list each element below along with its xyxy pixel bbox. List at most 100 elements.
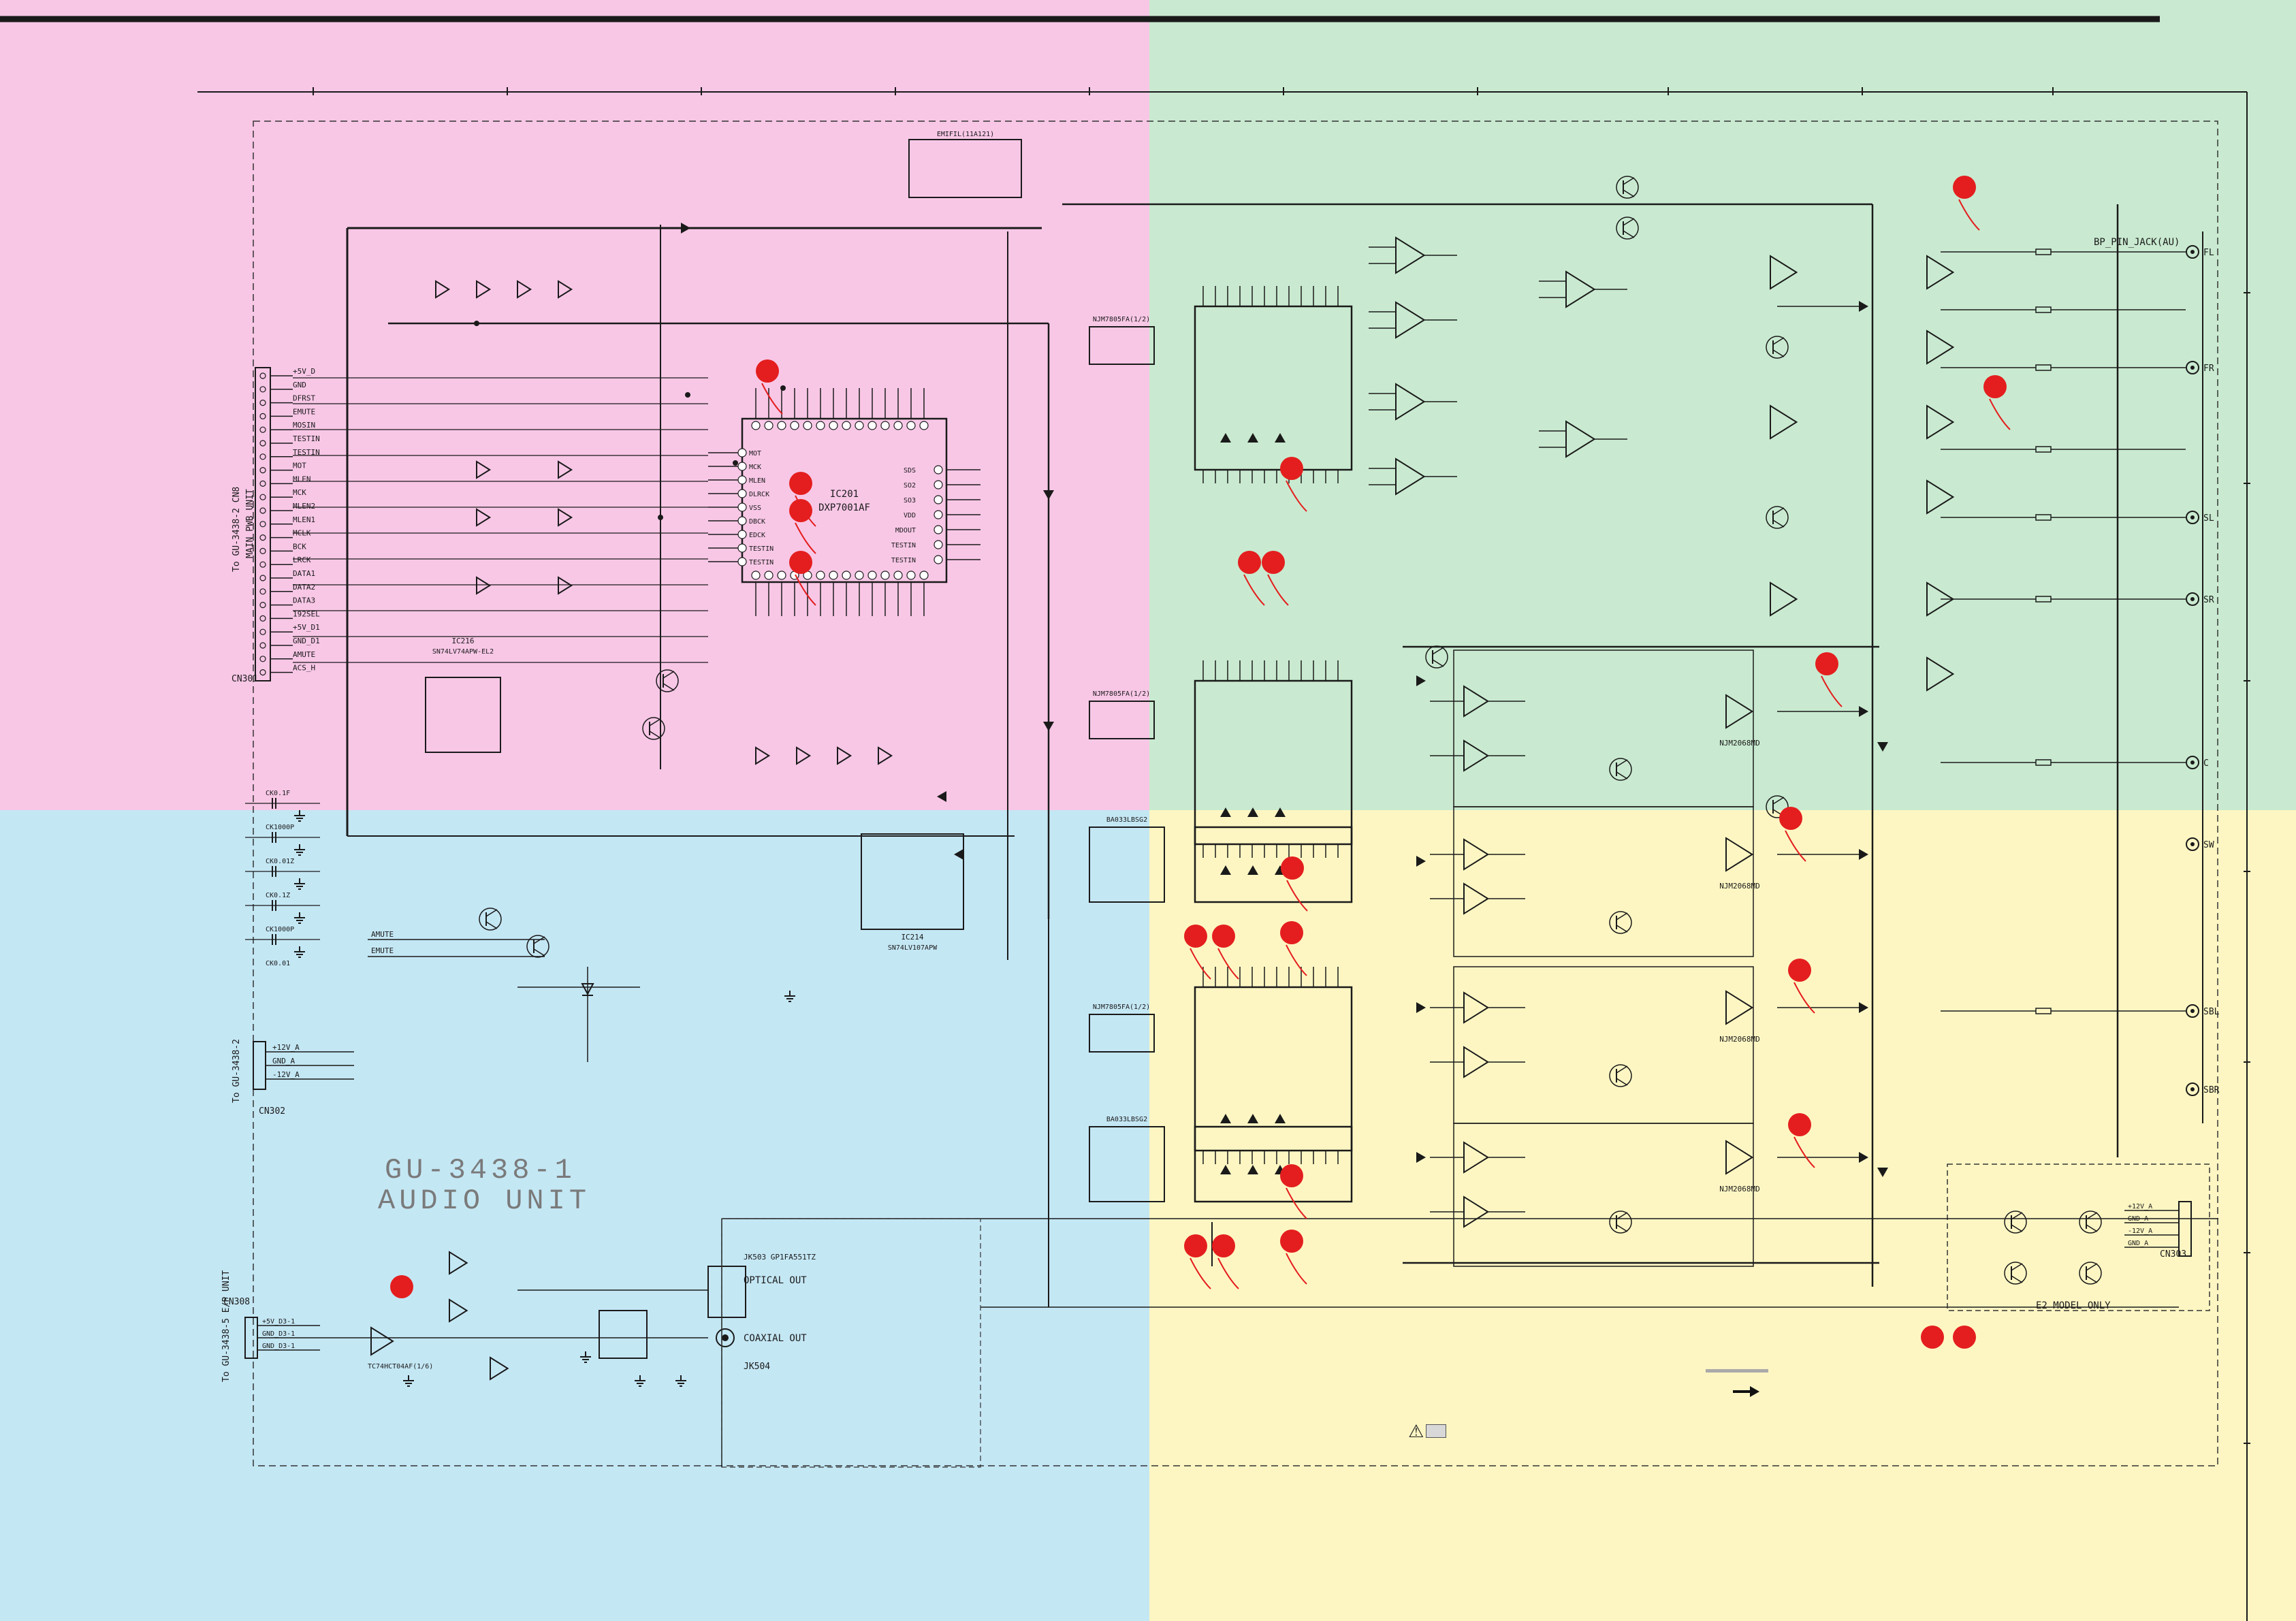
- red-callout-marker: [390, 1275, 413, 1298]
- regulator-body: [1089, 1014, 1155, 1053]
- output-jack-center: [2190, 842, 2195, 846]
- dac-block: [1194, 679, 1353, 846]
- ic201-pin-pad: [777, 571, 786, 580]
- e2-transistor: [2011, 1275, 2023, 1283]
- signal-arrow: [1220, 1165, 1231, 1174]
- cn308-pin-label: GND_D3-1: [262, 1330, 295, 1338]
- dac-mute-transistor: [1616, 912, 1628, 920]
- cn301-pin: [259, 547, 266, 555]
- legend-line-sample: [1706, 1369, 1768, 1373]
- cn302-body: [253, 1041, 266, 1090]
- ic201-pin-pad: [934, 525, 943, 534]
- e2-transistor: [2086, 1224, 2098, 1232]
- ic506-buffer: [449, 1298, 468, 1323]
- right-output-title: BP_PIN_JACK(AU): [2094, 237, 2180, 248]
- red-callout-marker: [1788, 1113, 1811, 1136]
- signal-arrow: [1247, 865, 1258, 875]
- mute-transistor: [1772, 519, 1785, 528]
- red-callout-leader: [1821, 675, 1843, 707]
- ic201-pin-pad: [737, 543, 747, 553]
- cn301-pin-label: EMUTE: [293, 407, 315, 416]
- logic-buffer: [558, 460, 573, 479]
- cn301-pin-label: DATA3: [293, 596, 315, 605]
- output-opamp: [1725, 837, 1754, 872]
- signal-arrow: [1416, 856, 1426, 867]
- left-connector-title: To GU-3438-2 CN8: [232, 486, 242, 572]
- pulse-transformer-body: [599, 1310, 648, 1359]
- ic202-part: EMIFIL(11A121): [937, 131, 994, 138]
- ic506-buffer: [449, 1251, 468, 1275]
- signal-arrow: [1275, 433, 1286, 443]
- dac-filter-opamp: [1463, 991, 1490, 1024]
- cn301-pin-label: BCK: [293, 542, 306, 551]
- cn301-pin: [259, 453, 266, 460]
- output-jack: [2186, 592, 2199, 606]
- dac-mute-transistor: [1616, 759, 1628, 767]
- ic201-pin-pad: [842, 421, 851, 430]
- regulator-body: [1089, 326, 1155, 365]
- filter-opamp: [1395, 236, 1426, 274]
- junction-dot: [685, 392, 690, 398]
- ic201-pin-pad: [816, 421, 825, 430]
- coax-jack-ref: JK504: [744, 1362, 771, 1372]
- output-jack-label: SW: [2203, 840, 2214, 850]
- logic-buffer: [435, 280, 451, 299]
- zone-digital-section: [0, 0, 1149, 810]
- ic201-pin-pad: [880, 571, 890, 580]
- output-opamp: [1725, 694, 1754, 729]
- signal-arrow: [1043, 722, 1054, 731]
- switch-transistor: [485, 909, 498, 917]
- switch-transistor: [533, 936, 545, 944]
- unit-model-label: GU-3438-1: [385, 1154, 576, 1187]
- mute-transistor: [1772, 349, 1785, 357]
- signal-arrow: [1859, 706, 1868, 717]
- cn301-pin: [259, 494, 266, 500]
- ic201-left-pin-label: MCK: [749, 464, 761, 471]
- logic-buffer: [558, 508, 573, 527]
- cn302-pin-label: -12V_A: [272, 1070, 300, 1079]
- mute-transistor: [1766, 506, 1789, 529]
- e2-transistor: [2004, 1262, 2027, 1285]
- signal-arrow: [1247, 1114, 1258, 1123]
- ic201-pin-pad: [737, 489, 747, 498]
- cn308-body: [244, 1317, 258, 1359]
- cn301-pin: [259, 413, 266, 420]
- dac-block: [1194, 986, 1353, 1152]
- red-callout-marker: [1262, 551, 1285, 574]
- red-callout-leader: [1785, 830, 1806, 862]
- ic201-pin-pad: [764, 571, 774, 580]
- cn301-pin: [259, 628, 266, 635]
- cn302-title: To GU-3438-2: [232, 1039, 242, 1103]
- ic506-buffer: [490, 1356, 509, 1381]
- red-callout-marker: [1815, 652, 1838, 675]
- e2-model-note: E2 MODEL ONLY: [2036, 1300, 2111, 1311]
- resistor: [2035, 759, 2052, 766]
- cn301-pin: [259, 601, 266, 609]
- regulator-body: [1089, 701, 1155, 739]
- ic506-part: TC74HCT04AF(1/6): [368, 1363, 433, 1370]
- filter-opamp: [1395, 383, 1426, 421]
- output-opamp-part: NJM2068MD: [1719, 739, 1760, 748]
- cn301-pin: [259, 588, 266, 595]
- red-callout-marker: [1280, 921, 1303, 944]
- logic-buffer: [476, 460, 492, 479]
- cn301-pin: [259, 507, 266, 514]
- signal-arrow: [954, 849, 963, 860]
- logic-buffer: [558, 280, 573, 299]
- output-jack-center: [2190, 515, 2195, 519]
- cap-value-label: CK1000P: [266, 824, 294, 831]
- ic201-pin-pad: [842, 571, 851, 580]
- jk503-part: JK503 GP1FA551TZ: [744, 1253, 816, 1262]
- signal-arrow: [1859, 849, 1868, 860]
- ic201-pin-pad: [855, 571, 864, 580]
- safety-warning-box: [1426, 1424, 1446, 1438]
- buffer-opamp: [1926, 479, 1955, 515]
- regulator-part: NJM7805FA(1/2): [1093, 690, 1150, 698]
- cn302-pin-label: GND_A: [272, 1057, 295, 1065]
- junction-dot: [658, 515, 663, 520]
- red-callout-marker: [1238, 551, 1261, 574]
- mute-transistor: [1766, 336, 1789, 359]
- buffer-opamp: [1926, 330, 1955, 365]
- ic214-ref: IC214: [901, 933, 923, 942]
- signal-arrow: [1220, 807, 1231, 817]
